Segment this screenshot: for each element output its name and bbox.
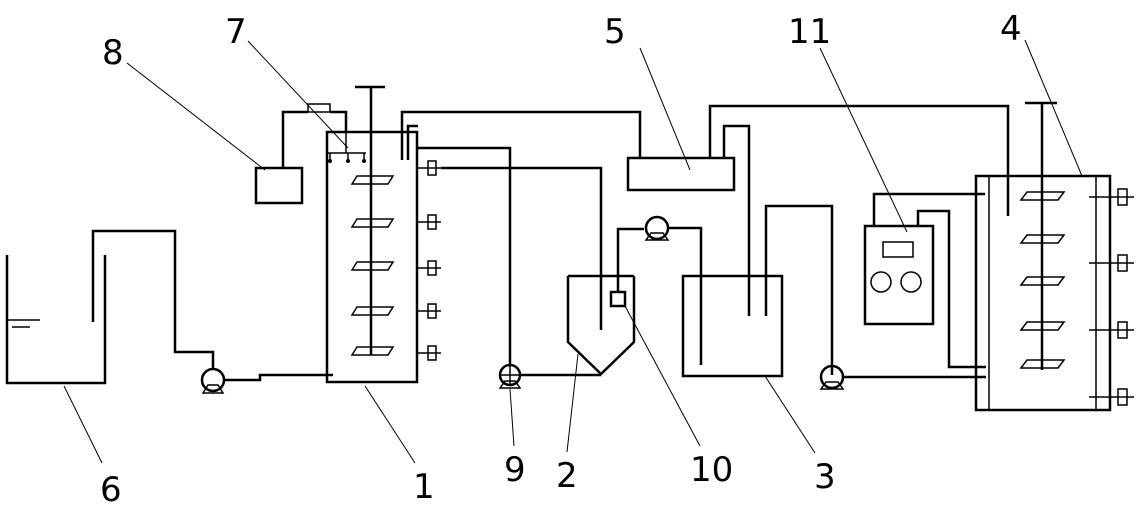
pipe-reactor1-to-settler	[417, 146, 603, 366]
label-9: 9	[504, 450, 526, 490]
label-6: 6	[100, 470, 122, 510]
unit-5	[626, 104, 1010, 216]
reactor-4-ports	[1089, 188, 1134, 406]
label-10: 10	[690, 450, 733, 490]
reactor-1-ports	[417, 160, 441, 361]
pump-to-reactor-4	[819, 364, 986, 390]
reactor-4	[974, 101, 1134, 412]
label-8: 8	[102, 33, 124, 73]
pump-9	[498, 363, 601, 389]
feed-tank-6	[5, 255, 107, 385]
label-1: 1	[413, 467, 435, 507]
label-4: 4	[1000, 9, 1022, 49]
pipe-reactor1-to-5	[400, 110, 642, 160]
settler-2	[566, 274, 636, 376]
leader-lines	[63, 39, 1083, 464]
label-11: 11	[788, 12, 831, 52]
tank-3	[681, 124, 834, 378]
feed-pipe	[91, 229, 333, 382]
transfer-pump	[644, 215, 703, 365]
sensor-10	[609, 227, 644, 308]
label-5: 5	[604, 12, 626, 52]
label-2: 2	[556, 456, 578, 496]
feed-pump	[200, 367, 226, 394]
number-labels: 1 2 3 4 5 6 7 8 9 10 11	[100, 9, 1022, 510]
gas-distributor-7	[328, 133, 366, 163]
label-7: 7	[225, 12, 247, 52]
label-3: 3	[814, 457, 836, 497]
controller-11	[863, 192, 986, 369]
gas-collector-8	[254, 103, 348, 205]
reactor-1	[325, 85, 441, 384]
